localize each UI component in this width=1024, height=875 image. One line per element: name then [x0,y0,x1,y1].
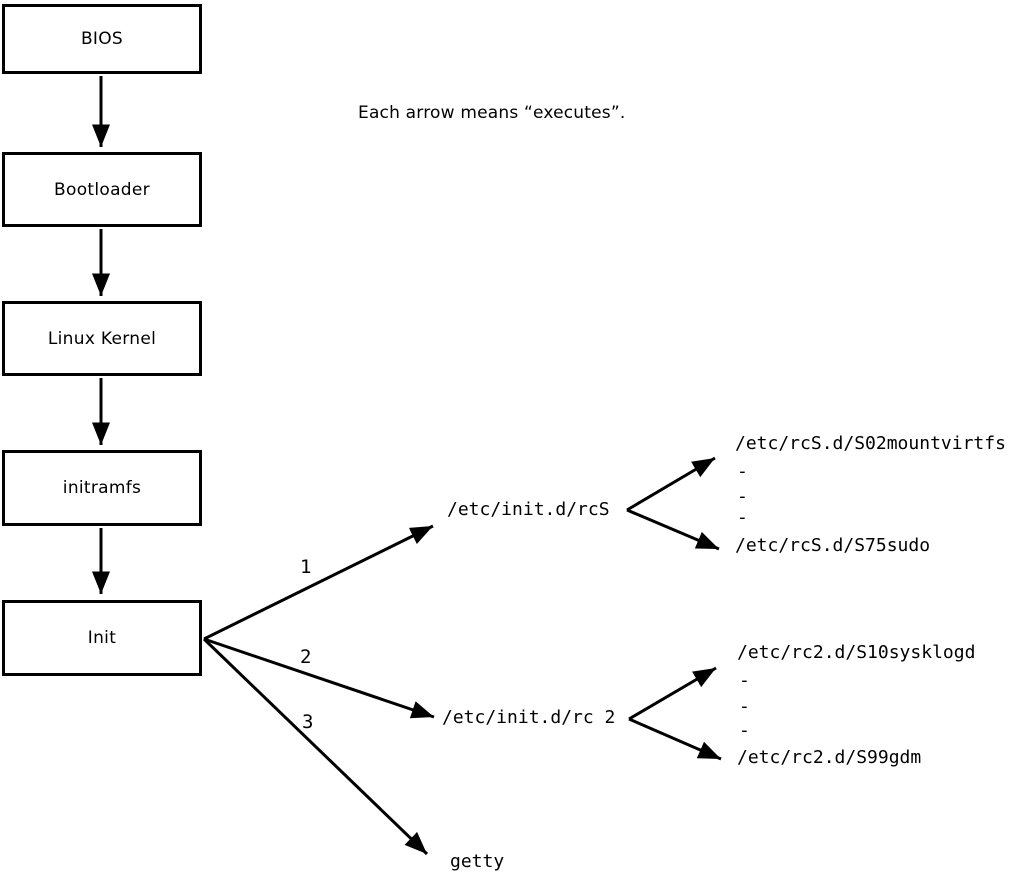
node-rcs-d-s75sudo: /etc/rcS.d/S75sudo [735,535,931,556]
node-getty: getty [450,851,505,872]
arrow-rcs-to-s02mountvirtfs [626,456,716,512]
arrow-init-to-rcs [203,524,434,641]
node-bootloader: Bootloader [2,152,202,227]
node-linux-kernel-label: Linux Kernel [47,328,157,349]
rc2-ellipsis-dash-3: - [739,720,750,741]
arrow-init-to-getty [202,637,429,856]
node-rc2-d-s10sysklogd: /etc/rc2.d/S10sysklogd [737,642,976,663]
rcs-ellipsis-dash-3: - [737,507,748,528]
node-initramfs: initramfs [2,450,202,526]
arrow-init-to-rc2 [203,637,435,719]
node-bootloader-label: Bootloader [54,179,150,200]
node-bios: BIOS [2,4,202,74]
node-initramfs-label: initramfs [62,478,142,498]
node-etc-init-d-rc2: /etc/init.d/rc 2 [442,707,616,728]
node-init-label: Init [87,628,117,648]
node-bios-label: BIOS [80,29,124,49]
edge-label-2: 2 [300,646,312,668]
arrow-rcs-to-s75sudo [626,508,720,551]
rc2-ellipsis-dash-2: - [739,696,750,717]
node-init: Init [2,600,202,676]
node-etc-init-d-rcs: /etc/init.d/rcS [447,499,610,520]
rcs-ellipsis-dash-1: - [737,461,748,482]
rcs-ellipsis-dash-2: - [737,486,748,507]
node-rcs-d-s02mountvirtfs: /etc/rcS.d/S02mountvirtfs [735,433,1006,454]
diagram-caption: Each arrow means “executes”. [358,103,626,123]
arrow-rc2-to-s10sysklogd [628,666,717,721]
node-linux-kernel: Linux Kernel [2,301,202,376]
arrow-rc2-to-s99gdm [628,717,722,761]
edge-label-1: 1 [300,556,312,578]
rc2-ellipsis-dash-1: - [739,670,750,691]
node-rc2-d-s99gdm: /etc/rc2.d/S99gdm [737,747,922,768]
edge-label-3: 3 [302,711,314,733]
